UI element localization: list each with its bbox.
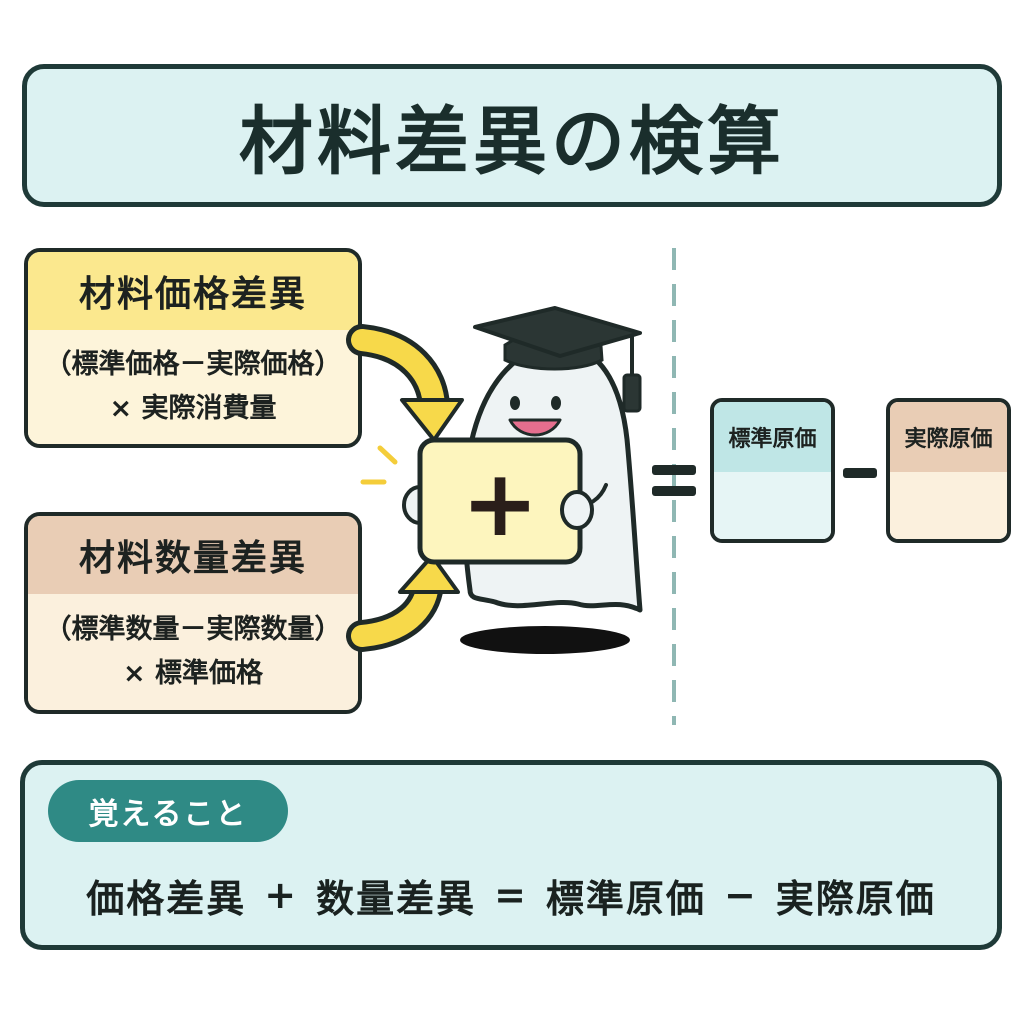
memo-actual-cost: 実際原価 — [775, 876, 936, 921]
graduation-cap-icon — [473, 306, 642, 413]
sparkle-icon — [360, 445, 398, 485]
mascot-shadow — [460, 626, 630, 654]
memo-equals: = — [494, 873, 528, 917]
price-variance-heading: 材料価格差異 — [28, 252, 358, 330]
memo-minus: − — [723, 873, 758, 917]
price-variance-formula-line2: × 実際消費量 — [109, 393, 277, 424]
actual-cost-box-body — [890, 472, 1007, 539]
price-variance-formula: （標準価格－実際価格） × 実際消費量 — [28, 330, 358, 444]
price-variance-formula-line1: （標準価格－実際価格） — [44, 349, 342, 380]
quantity-variance-heading: 材料数量差異 — [28, 516, 358, 594]
memo-price-variance: 価格差異 — [86, 876, 247, 921]
memo-badge: 覚えること — [48, 780, 288, 842]
quantity-variance-card: 材料数量差異 （標準数量－実際数量） × 標準価格 — [24, 512, 362, 714]
memo-panel — [20, 760, 1002, 950]
title-banner: 材料差異の検算 — [22, 64, 1002, 207]
quantity-variance-formula-line2: × 標準価格 — [122, 658, 264, 689]
standard-cost-box: 標準原価 — [710, 398, 835, 543]
standard-cost-box-body — [714, 472, 831, 539]
plus-sign-icon: + — [461, 450, 538, 557]
memo-formula: 価格差異 + 数量差異 = 標準原価 − 実際原価 — [20, 860, 1002, 930]
quantity-variance-formula-line1: （標準数量－実際数量） — [44, 614, 342, 645]
page-title: 材料差異の検算 — [239, 99, 785, 185]
arrow-price-to-sum-icon — [346, 324, 464, 442]
actual-cost-label: 実際原価 — [890, 402, 1007, 472]
actual-cost-box: 実際原価 — [886, 398, 1011, 543]
arrow-quantity-to-sum-icon — [346, 554, 460, 652]
price-variance-card: 材料価格差異 （標準価格－実際価格） × 実際消費量 — [24, 248, 362, 448]
standard-cost-label: 標準原価 — [714, 402, 831, 472]
equals-sign — [652, 465, 696, 496]
quantity-variance-formula: （標準数量－実際数量） × 標準価格 — [28, 594, 358, 710]
minus-sign — [843, 468, 877, 478]
memo-standard-cost: 標準原価 — [545, 876, 706, 921]
memo-quantity-variance: 数量差異 — [316, 876, 477, 921]
memo-plus: + — [264, 873, 299, 917]
